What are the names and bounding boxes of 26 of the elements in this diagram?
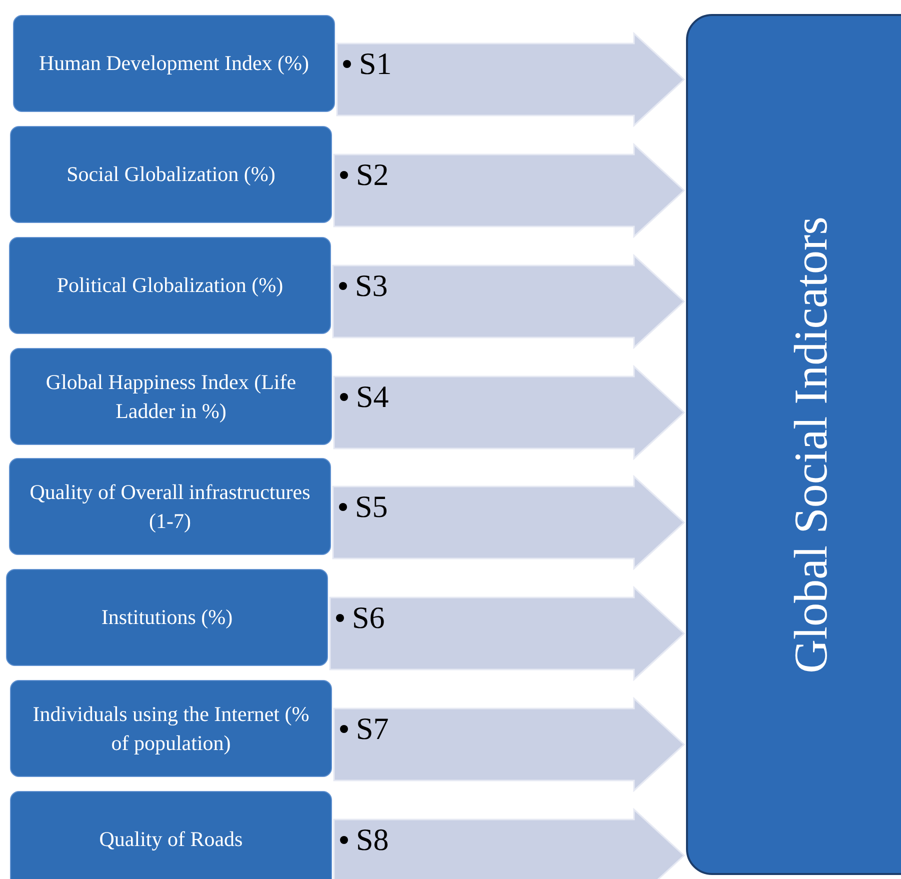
block-arrow [332,254,686,350]
indicator-box: Global Happiness Index (Life Ladder in %) [10,348,332,445]
block-arrow [333,808,686,879]
indicator-box: Individuals using the Internet (% of population) [10,680,332,777]
indicator-box: Social Globalization (%) [10,126,332,223]
indicator-box: Quality of Roads [10,791,332,879]
panel-title: Global Social Indicators [784,216,838,673]
indicator-box: Human Development Index (%) [13,15,335,112]
block-arrow [333,142,686,238]
indicator-box: Quality of Overall infrastructures (1-7) [9,458,331,555]
edge-label: S1 [359,46,392,82]
edge-label: S2 [356,156,389,192]
edge-label: S3 [355,268,388,304]
edge-label: S5 [355,488,388,524]
block-arrow [329,586,686,682]
indicator-box: Political Globalization (%) [9,237,331,334]
edge-label: S7 [356,710,389,746]
indicator-panel [686,14,901,875]
block-arrow [332,474,686,570]
block-arrow [333,696,686,792]
block-arrow [336,32,686,128]
edge-label: S4 [356,378,389,414]
edge-label: S6 [352,600,385,636]
indicator-box: Institutions (%) [6,569,328,666]
block-arrow [333,364,686,460]
edge-label: S8 [356,822,389,858]
